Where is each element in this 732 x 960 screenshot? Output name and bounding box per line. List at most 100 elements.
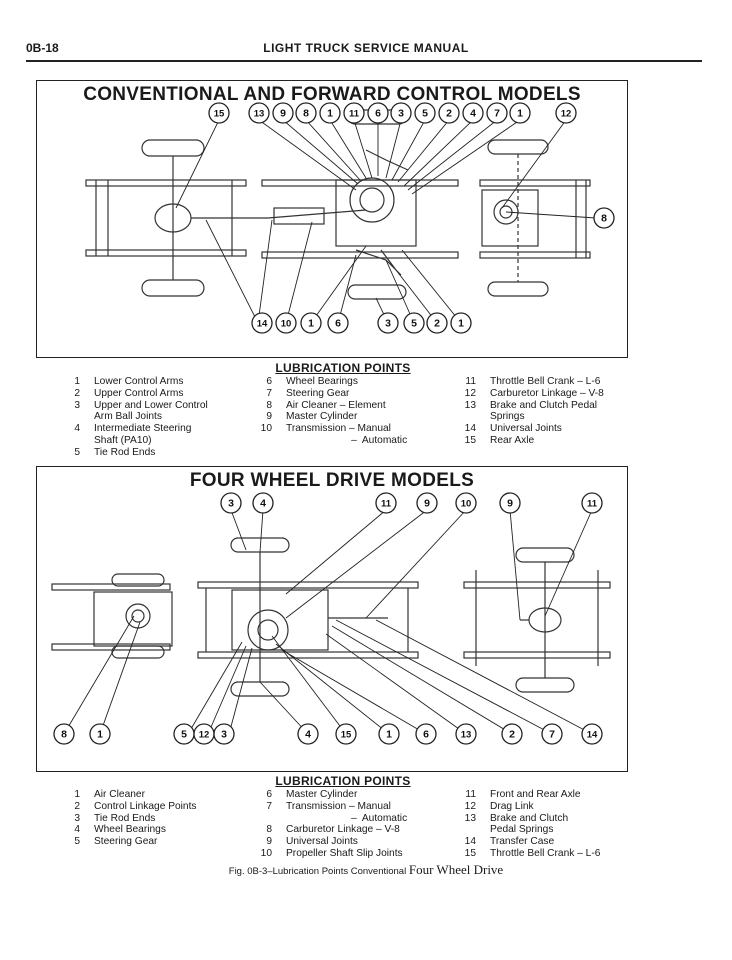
callout-circle bbox=[248, 102, 270, 124]
callout-label: 3 bbox=[398, 108, 404, 120]
callout-circle bbox=[416, 492, 438, 514]
callout-circle bbox=[343, 102, 365, 124]
callout-9: 9 bbox=[499, 492, 521, 514]
legend-text: Upper Control Arms bbox=[94, 387, 184, 399]
callout-circle bbox=[375, 492, 397, 514]
bottom-diagram-panel bbox=[36, 466, 628, 772]
callout-label: 11 bbox=[381, 499, 392, 510]
legend-text: Carburetor Linkage – V-8 bbox=[286, 824, 400, 836]
legend-number: 14 bbox=[464, 836, 476, 848]
legend-number: 6 bbox=[266, 789, 272, 800]
callout-label: 5 bbox=[411, 318, 417, 330]
callout-label: 10 bbox=[281, 319, 292, 330]
callout-circle bbox=[378, 723, 400, 745]
legend-number: 15 bbox=[464, 847, 476, 859]
legend-text: Lower Control Arms bbox=[94, 376, 184, 387]
callout-label: 15 bbox=[214, 109, 225, 120]
callout-label: 1 bbox=[308, 318, 314, 330]
legend-text: Tie Rod Ends bbox=[94, 446, 156, 458]
callout-label: 1 bbox=[458, 318, 464, 330]
callout-label: 2 bbox=[446, 108, 452, 120]
callout-8: 8 bbox=[53, 723, 75, 745]
legend-number: 13 bbox=[464, 399, 476, 411]
callout-circle bbox=[335, 723, 357, 745]
callout-9: 9 bbox=[416, 492, 438, 514]
callout-circle bbox=[509, 102, 531, 124]
callout-circle bbox=[486, 102, 508, 124]
callout-label: 15 bbox=[341, 730, 352, 741]
callout-11: 11 bbox=[375, 492, 397, 514]
callout-label: 6 bbox=[423, 729, 429, 741]
legend-number: 1 bbox=[74, 789, 80, 800]
top-chassis-diagram bbox=[85, 109, 597, 324]
callout-label: 12 bbox=[199, 730, 210, 741]
legend-text: Brake and Clutch Pedal bbox=[490, 399, 598, 411]
callout-label: 3 bbox=[385, 318, 391, 330]
legend-text: Upper and Lower Control bbox=[94, 399, 208, 411]
callout-label: 13 bbox=[254, 109, 265, 120]
legend-number: 2 bbox=[74, 800, 80, 812]
callout-12: 12 bbox=[555, 102, 577, 124]
callout-label: 1 bbox=[97, 729, 103, 741]
callout-9: 9 bbox=[272, 102, 294, 124]
legend-text: Front and Rear Axle bbox=[490, 789, 581, 800]
callout-7: 7 bbox=[486, 102, 508, 124]
callout-label: 8 bbox=[61, 729, 67, 741]
legend-item: – Automatic bbox=[258, 435, 468, 447]
legend-text: Carburetor Linkage – V-8 bbox=[490, 387, 604, 399]
callout-10: 10 bbox=[455, 492, 477, 514]
callout-label: 8 bbox=[303, 108, 309, 120]
callout-3: 3 bbox=[220, 492, 242, 514]
callout-12: 12 bbox=[193, 723, 215, 745]
callout-label: 9 bbox=[507, 498, 513, 510]
legend-text: Universal Joints bbox=[286, 836, 358, 848]
legend-number: 13 bbox=[464, 812, 476, 824]
legend-text: Rear Axle bbox=[490, 434, 535, 446]
bottom-chassis-diagram bbox=[51, 509, 611, 735]
callout-label: 8 bbox=[601, 213, 607, 225]
legend-number: 3 bbox=[74, 399, 80, 411]
legend-number: 10 bbox=[260, 423, 272, 435]
legend-number: 11 bbox=[465, 789, 476, 800]
legend-number: 14 bbox=[464, 423, 476, 435]
callout-13: 13 bbox=[455, 723, 477, 745]
legend-item: 13 Brake and Clutch Pedal bbox=[462, 400, 662, 412]
callout-1: 1 bbox=[378, 723, 400, 745]
callout-label: 6 bbox=[375, 108, 381, 120]
bottom-panel-title: FOUR WHEEL DRIVE MODELS bbox=[189, 470, 475, 491]
legend-text: Air Cleaner – Element bbox=[286, 399, 386, 411]
callout-circle bbox=[220, 492, 242, 514]
legend-text: Master Cylinder bbox=[286, 789, 358, 800]
legend-number: 12 bbox=[464, 800, 476, 812]
legend-item: Pedal Springs bbox=[462, 824, 662, 836]
legend-text: Propeller Shaft Slip Joints bbox=[286, 847, 403, 859]
legend-number: 9 bbox=[266, 411, 272, 423]
callout-11: 11 bbox=[343, 102, 365, 124]
legend-number: 7 bbox=[266, 800, 272, 812]
legend-text: Steering Gear bbox=[94, 836, 158, 848]
legend-text: Shaft (PA10) bbox=[94, 434, 152, 446]
legend-text: Wheel Bearings bbox=[286, 376, 358, 387]
callout-14: 14 bbox=[251, 312, 273, 334]
legend-number: 11 bbox=[465, 376, 476, 387]
callout-circle bbox=[555, 102, 577, 124]
header-rule bbox=[26, 60, 702, 62]
callout-1: 1 bbox=[89, 723, 111, 745]
legend-number: 4 bbox=[74, 824, 80, 836]
callout-circle bbox=[53, 723, 75, 745]
callout-circle bbox=[499, 492, 521, 514]
callout-circle bbox=[377, 312, 399, 334]
callout-15: 15 bbox=[208, 102, 230, 124]
callout-circle bbox=[251, 312, 273, 334]
callout-circle bbox=[327, 312, 349, 334]
